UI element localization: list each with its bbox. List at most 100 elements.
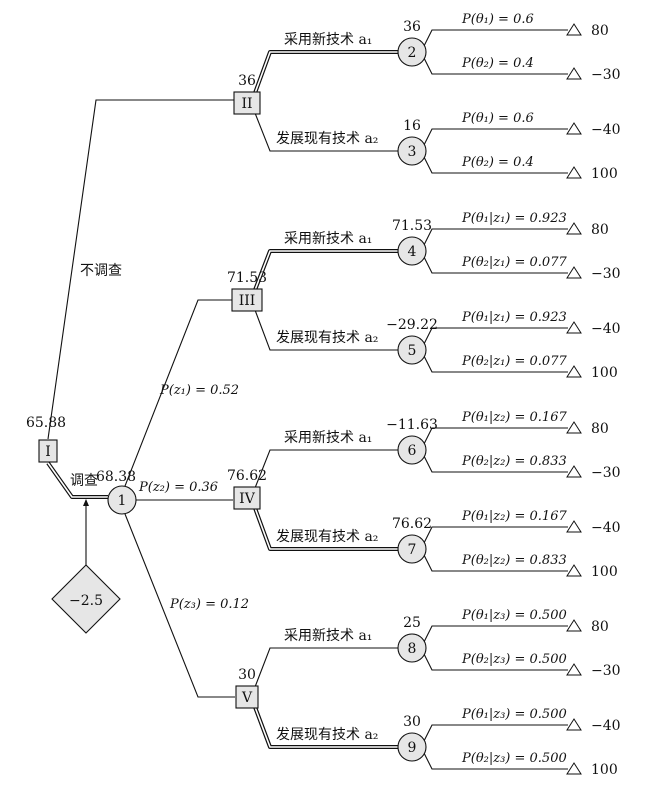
- edge-outcome-9-1: [423, 724, 568, 742]
- decision-node-V-label: V: [241, 690, 253, 706]
- chance-value-5: −29.22: [386, 317, 438, 333]
- chance-node-4-label: 4: [408, 244, 417, 260]
- payoff-8-2: −30: [591, 663, 621, 679]
- root-decision-node-box: [38, 439, 58, 463]
- edge-action-6: [254, 449, 398, 489]
- edge-outcome-2-2: [423, 57, 568, 75]
- edge-action-2-inner: [254, 51, 398, 94]
- chance-value-6: −11.63: [386, 417, 438, 433]
- payoff-9-2: 100: [591, 762, 618, 778]
- payoff-4-2: −30: [591, 266, 621, 282]
- edge-outcome-3-1: [423, 128, 568, 146]
- decision-value-V: 30: [238, 667, 256, 683]
- payoff-3-1: −40: [591, 122, 621, 138]
- payoff-8-1: 80: [591, 619, 609, 635]
- chance-node-3-label: 3: [408, 144, 417, 160]
- arrowhead-survey-cost: [83, 499, 89, 506]
- edge-outcome-8-1: [423, 625, 568, 643]
- edge-outcome-8-2: [423, 653, 568, 671]
- survey-chance-node-circle: [107, 485, 137, 515]
- edge-outcome-5-1: [423, 327, 568, 345]
- edge-signal-z3: [124, 513, 235, 698]
- chance-node-7-circle: [397, 534, 427, 564]
- action-label-5: 发展现有技术 a₂: [276, 330, 378, 346]
- outcome-prob-7-2: P(θ₂|z₂) = 0.833: [461, 553, 567, 568]
- edge-action-8: [254, 647, 398, 688]
- decision-value-III: 71.53: [227, 270, 267, 286]
- terminal-triangle-9-1: [566, 718, 582, 731]
- outcome-prob-6-1: P(θ₁|z₂) = 0.167: [461, 410, 567, 425]
- chance-node-7-label: 7: [408, 542, 417, 558]
- terminal-triangle-5-2: [566, 365, 582, 378]
- edge-outcome-9-2: [423, 752, 568, 770]
- outcome-prob-3-2: P(θ₂) = 0.4: [461, 155, 534, 170]
- chance-node-5-label: 5: [408, 343, 417, 359]
- edge-root-no-survey: [47, 99, 235, 440]
- edge-action-9-inner: [254, 706, 398, 748]
- payoff-5-1: −40: [591, 321, 621, 337]
- decision-node-II-label: II: [241, 96, 252, 112]
- edge-outcome-4-2: [423, 256, 568, 274]
- edge-action-3: [254, 112, 398, 152]
- edge-outcome-2-1: [423, 29, 568, 47]
- terminal-triangle-4-2: [566, 266, 582, 279]
- survey-chance-node-label: 1: [118, 493, 127, 509]
- decision-value-II: 36: [238, 73, 256, 89]
- payoff-2-1: 80: [591, 23, 609, 39]
- outcome-prob-8-2: P(θ₂|z₃) = 0.500: [461, 652, 567, 667]
- chance-node-2-label: 2: [408, 45, 417, 61]
- outcome-prob-2-1: P(θ₁) = 0.6: [461, 12, 534, 27]
- signal-prob-z3: P(z₃) = 0.12: [169, 597, 249, 612]
- outcome-prob-8-1: P(θ₁|z₃) = 0.500: [461, 608, 567, 623]
- root-value: 65.88: [26, 415, 66, 431]
- payoff-4-1: 80: [591, 222, 609, 238]
- terminal-triangle-8-1: [566, 619, 582, 632]
- payoff-5-2: 100: [591, 365, 618, 381]
- root-decision-node-label: I: [45, 444, 51, 460]
- decision-node-III-label: III: [239, 293, 256, 309]
- signal-prob-z1: P(z₁) = 0.52: [159, 383, 239, 398]
- edge-outcome-6-1: [423, 427, 568, 445]
- action-label-6: 采用新技术 a₁: [284, 430, 372, 446]
- terminal-triangle-9-2: [566, 762, 582, 775]
- chance-node-9-label: 9: [408, 740, 417, 756]
- terminal-triangle-5-1: [566, 321, 582, 334]
- survey-chance-value: 68.38: [96, 469, 136, 485]
- edge-signal-z1: [124, 299, 233, 487]
- chance-node-5-circle: [397, 335, 427, 365]
- outcome-prob-7-1: P(θ₁|z₂) = 0.167: [461, 509, 567, 524]
- outcome-prob-3-1: P(θ₁) = 0.6: [461, 111, 534, 126]
- decision-node-IV-box: [233, 486, 261, 510]
- action-label-8: 采用新技术 a₁: [284, 628, 372, 644]
- chance-node-8-label: 8: [408, 641, 417, 657]
- outcome-prob-4-1: P(θ₁|z₁) = 0.923: [461, 211, 567, 226]
- decision-node-II-box: [233, 91, 261, 115]
- outcome-prob-4-2: P(θ₂|z₁) = 0.077: [461, 255, 567, 270]
- edge-outcome-7-2: [423, 554, 568, 572]
- terminal-triangle-3-1: [566, 122, 582, 135]
- chance-value-9: 30: [403, 714, 421, 730]
- terminal-triangle-2-1: [566, 23, 582, 36]
- terminal-triangle-8-2: [566, 663, 582, 676]
- branch-label-no-survey: 不调查: [80, 263, 122, 279]
- decision-node-V-box: [235, 685, 259, 709]
- chance-value-2: 36: [403, 19, 421, 35]
- decision-node-III-box: [231, 288, 263, 312]
- decision-node-IV-label: IV: [239, 491, 256, 507]
- edge-action-2-outer: [253, 50, 398, 94]
- edge-outcome-7-1: [423, 526, 568, 544]
- chance-node-6-label: 6: [408, 443, 417, 459]
- signal-prob-z2: P(z₂) = 0.36: [138, 480, 218, 495]
- payoff-7-2: 100: [591, 564, 618, 580]
- tree-edges: [46, 29, 568, 770]
- action-label-9: 发展现有技术 a₂: [276, 727, 378, 743]
- payoff-9-1: −40: [591, 718, 621, 734]
- edge-action-7-inner: [254, 507, 398, 550]
- chance-node-8-circle: [397, 633, 427, 663]
- outcome-prob-9-1: P(θ₁|z₃) = 0.500: [461, 707, 567, 722]
- survey-cost-diamond: [51, 564, 121, 634]
- chance-value-7: 76.62: [392, 516, 432, 532]
- chance-node-4-circle: [397, 236, 427, 266]
